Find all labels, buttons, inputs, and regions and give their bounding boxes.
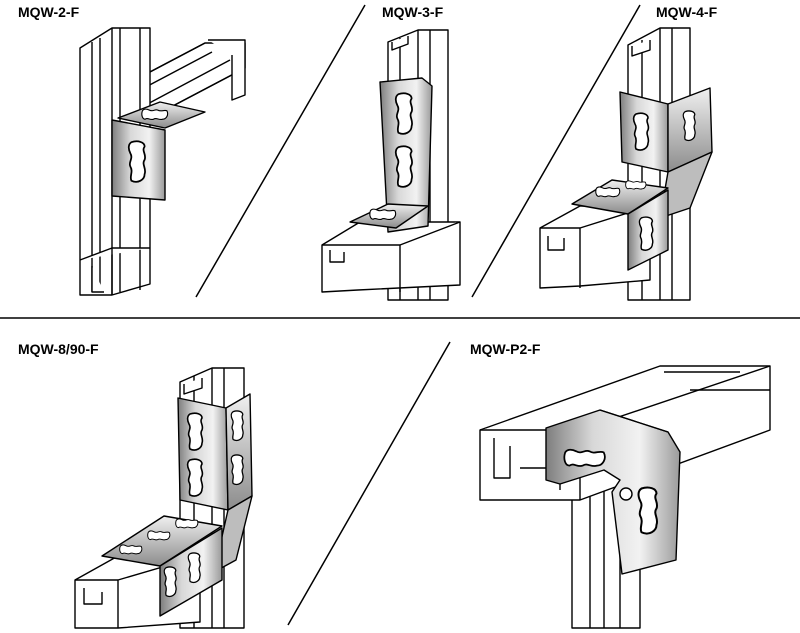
diagonal-divider-1: [195, 4, 366, 298]
label-mqw-4-f: MQW-4-F: [656, 4, 718, 20]
mqw-2-f-illustration: [79, 27, 246, 296]
label-mqw-p2-f: MQW-P2-F: [470, 341, 541, 357]
mqw-4-f-illustration: [539, 27, 713, 301]
label-mqw-3-f: MQW-3-F: [382, 4, 444, 20]
mqw-3-f-illustration: [321, 29, 461, 301]
diagonal-divider-3: [287, 341, 451, 626]
label-mqw-8-90-f: MQW-8/90-F: [18, 341, 99, 357]
mqw-p2-f-illustration: [479, 365, 771, 629]
diagonal-divider-2: [471, 4, 641, 298]
label-mqw-2-f: MQW-2-F: [18, 4, 80, 20]
mqw-8-90-f-illustration: [74, 367, 253, 629]
